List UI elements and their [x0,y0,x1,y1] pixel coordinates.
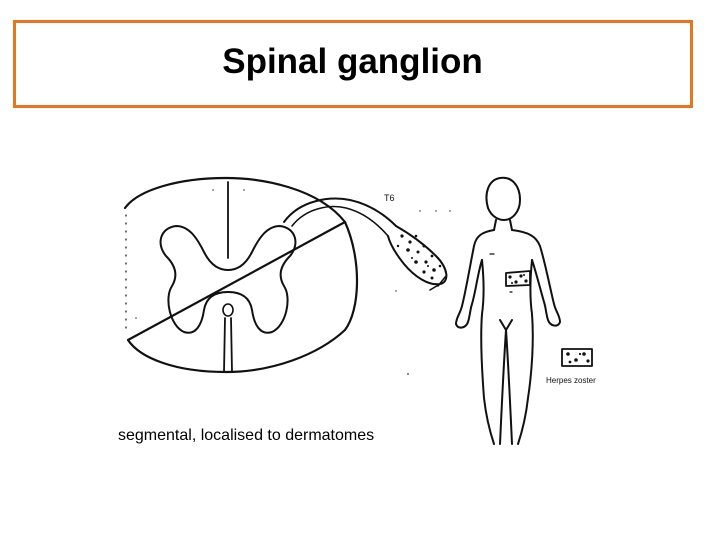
spinal-ganglion [387,225,448,286]
spinal-cord-outline [123,176,359,374]
ganglion-stipple [396,234,442,280]
dermatome-band [505,270,531,287]
crotch [499,319,513,331]
body-marks [489,253,513,293]
torso-right [517,259,534,445]
legend-box [561,348,593,367]
inner-leg-left [499,329,507,445]
legend-label: Herpes zoster [546,376,596,385]
head [485,176,521,221]
torso-left [480,259,495,445]
faint-dots [135,189,451,375]
right-arm [511,229,561,327]
dorsal-root [283,197,397,227]
human-body-outline [455,176,561,445]
dermatome-band-dots [508,274,528,284]
title-box: Spinal ganglion [13,20,693,108]
left-arm [455,229,495,329]
dorsal-root-inner [291,205,389,237]
neck-right [509,219,513,231]
slide-title: Spinal ganglion [222,42,483,81]
ventral-fissure [223,317,233,373]
spinal-nerve [429,275,447,291]
legend-box-dots [566,352,590,364]
grey-matter [159,225,297,334]
central-canal [222,303,234,317]
slide-caption: segmental, localised to dermatomes [118,427,375,444]
inner-leg-right [505,329,513,445]
neck-left [493,219,497,231]
segment-label: T6 [384,193,395,203]
